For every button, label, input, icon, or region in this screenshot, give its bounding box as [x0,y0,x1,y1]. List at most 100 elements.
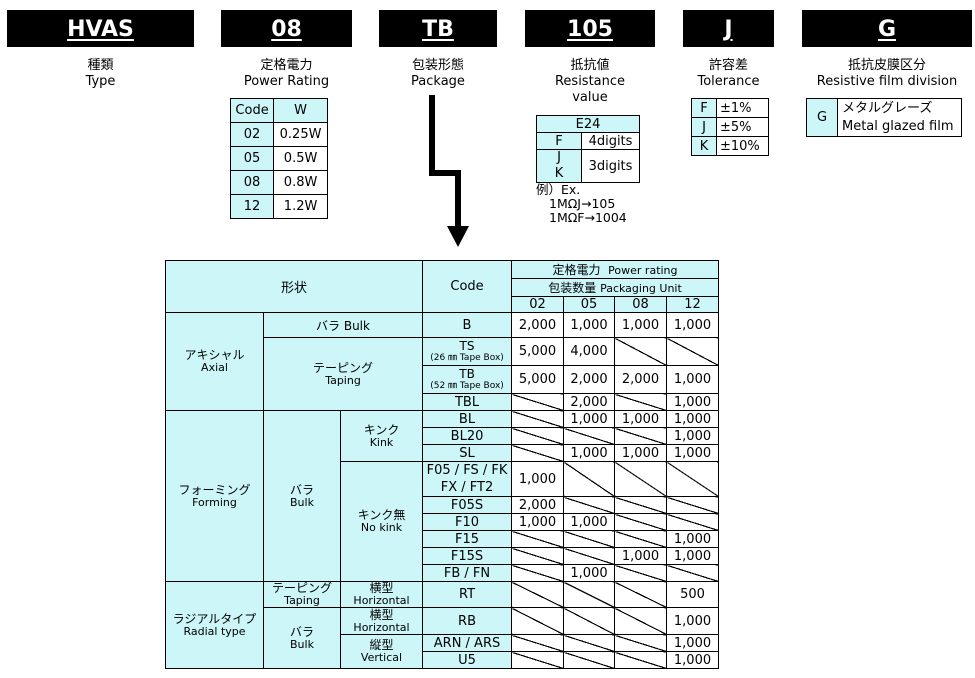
horizontal-en: Horizontal [353,594,410,607]
film-table: G メタルグレーズ Metal glazed film [806,98,962,137]
row-code: BL20 [422,427,513,445]
code-tolerance: J [683,10,774,47]
power-table-cell: 02 [229,122,275,147]
radial-en: Radial type [183,624,246,638]
header-pack-jp: 包装数量 [548,281,597,295]
forming-bulk-jp: バラ [289,482,314,497]
quantity-cell: 1,000 [666,634,720,652]
radial-bulk-jp: バラ [289,624,314,639]
quantity-cell: 1,000 [563,513,616,531]
empty-cell [666,513,720,531]
film-jp: 抵抗皮膜区分 [847,58,926,73]
axial-taping-jp: テーピング [313,360,374,375]
package-jp: 包装形態 [411,58,464,73]
row-code: ARN / ARS [422,634,513,652]
axial-bulk: バラ Bulk [262,312,424,338]
power-table-header-w: W [273,98,328,123]
quantity-cell: 1,000 [666,444,720,462]
row-code-sub: (52 ㎜ Tape Box) [430,381,504,391]
power-en: Power Rating [243,74,330,89]
power-table-header-code: Code [229,98,275,123]
resistance-table-cell: K [554,166,564,181]
row-code: RB [422,607,513,635]
tolerance-cell: ±1% [716,98,769,118]
film-jp-name: メタルグレーズ [842,100,933,116]
quantity-cell: 1,000 [666,607,720,635]
quantity-cell: 1,000 [666,547,720,565]
quantity-cell: 4,000 [563,337,616,366]
quantity-cell: 1,000 [666,651,720,669]
empty-cell [614,634,668,652]
empty-cell [614,581,668,608]
row-code-sub: (26 ㎜ Tape Box) [430,353,504,363]
radial-taping-en: Taping [284,594,320,607]
resistance-header: 抵抗値 Resistance value [525,58,655,106]
empty-cell [666,461,720,497]
empty-cell [563,547,616,565]
horizontal-jp: 横型 [369,581,394,595]
row-code: TB [459,367,475,381]
code-power: 08 [221,10,352,47]
power-table-cell: 0.5W [273,146,328,171]
empty-cell [563,581,616,608]
quantity-cell: 1,000 [563,312,616,338]
type-en: Type [85,74,116,89]
code-film: G [802,10,972,47]
forming-jp: フォーミング [178,482,251,497]
empty-cell [511,444,565,462]
header-rating-jp: 定格電力 [552,263,601,277]
empty-cell [511,607,565,635]
empty-cell [614,651,668,669]
code-type: HVAS [7,10,194,47]
quantity-cell: 1,000 [563,410,616,428]
package-en: Package [411,74,465,89]
header-col: 12 [666,296,720,313]
quantity-cell: 1,000 [666,312,720,338]
tolerance-cell: J [691,117,717,137]
vertical-jp: 縦型 [369,638,394,652]
quantity-cell: 1,000 [614,312,668,338]
row-code: BL [422,410,513,428]
horizontal-jp: 横型 [369,607,394,622]
header-col: 08 [614,296,668,313]
power-header: 定格電力 Power Rating [221,58,352,90]
resistance-table-cell: J [557,150,561,165]
empty-cell [614,427,668,445]
resistance-table-cell: 3digits [581,149,640,183]
tolerance-header: 許容差 Tolerance [683,58,774,90]
forming-en: Forming [192,495,237,509]
resistance-en: Resistance [554,74,626,89]
radial-jp: ラジアルタイプ [172,611,257,626]
horizontal-en: Horizontal [353,620,410,634]
quantity-cell: 1,000 [666,427,720,445]
power-table-cell: 12 [229,194,275,219]
empty-cell [563,634,616,652]
empty-cell [614,564,668,582]
empty-cell [511,564,565,582]
empty-cell [511,634,565,652]
quantity-cell: 1,000 [614,444,668,462]
empty-cell [614,496,668,514]
power-table-cell: 08 [229,170,275,195]
tolerance-cell: K [691,136,717,156]
quantity-cell: 1,000 [511,513,565,531]
row-code: TBL [422,393,513,411]
empty-cell [563,461,616,497]
header-rating-en: Power rating [608,264,678,277]
power-table-cell: 0.25W [273,122,328,147]
quantity-cell: 1,000 [614,410,668,428]
quantity-cell: 2,000 [511,496,565,514]
quantity-cell: 2,000 [614,365,668,394]
resistance-example: 例）Ex. 1MΩJ→105 1MΩF→1004 [536,183,627,225]
code-type-text: HVAS [67,17,134,42]
row-code: U5 [422,651,513,669]
header-pack-en: Packaging Unit [600,282,682,295]
power-table-cell: 0.8W [273,170,328,195]
tolerance-table: F±1% J±5% K±10% [691,98,769,156]
empty-cell [614,530,668,548]
empty-cell [614,461,668,497]
quantity-cell: 2,000 [563,365,616,394]
empty-cell [614,337,668,366]
